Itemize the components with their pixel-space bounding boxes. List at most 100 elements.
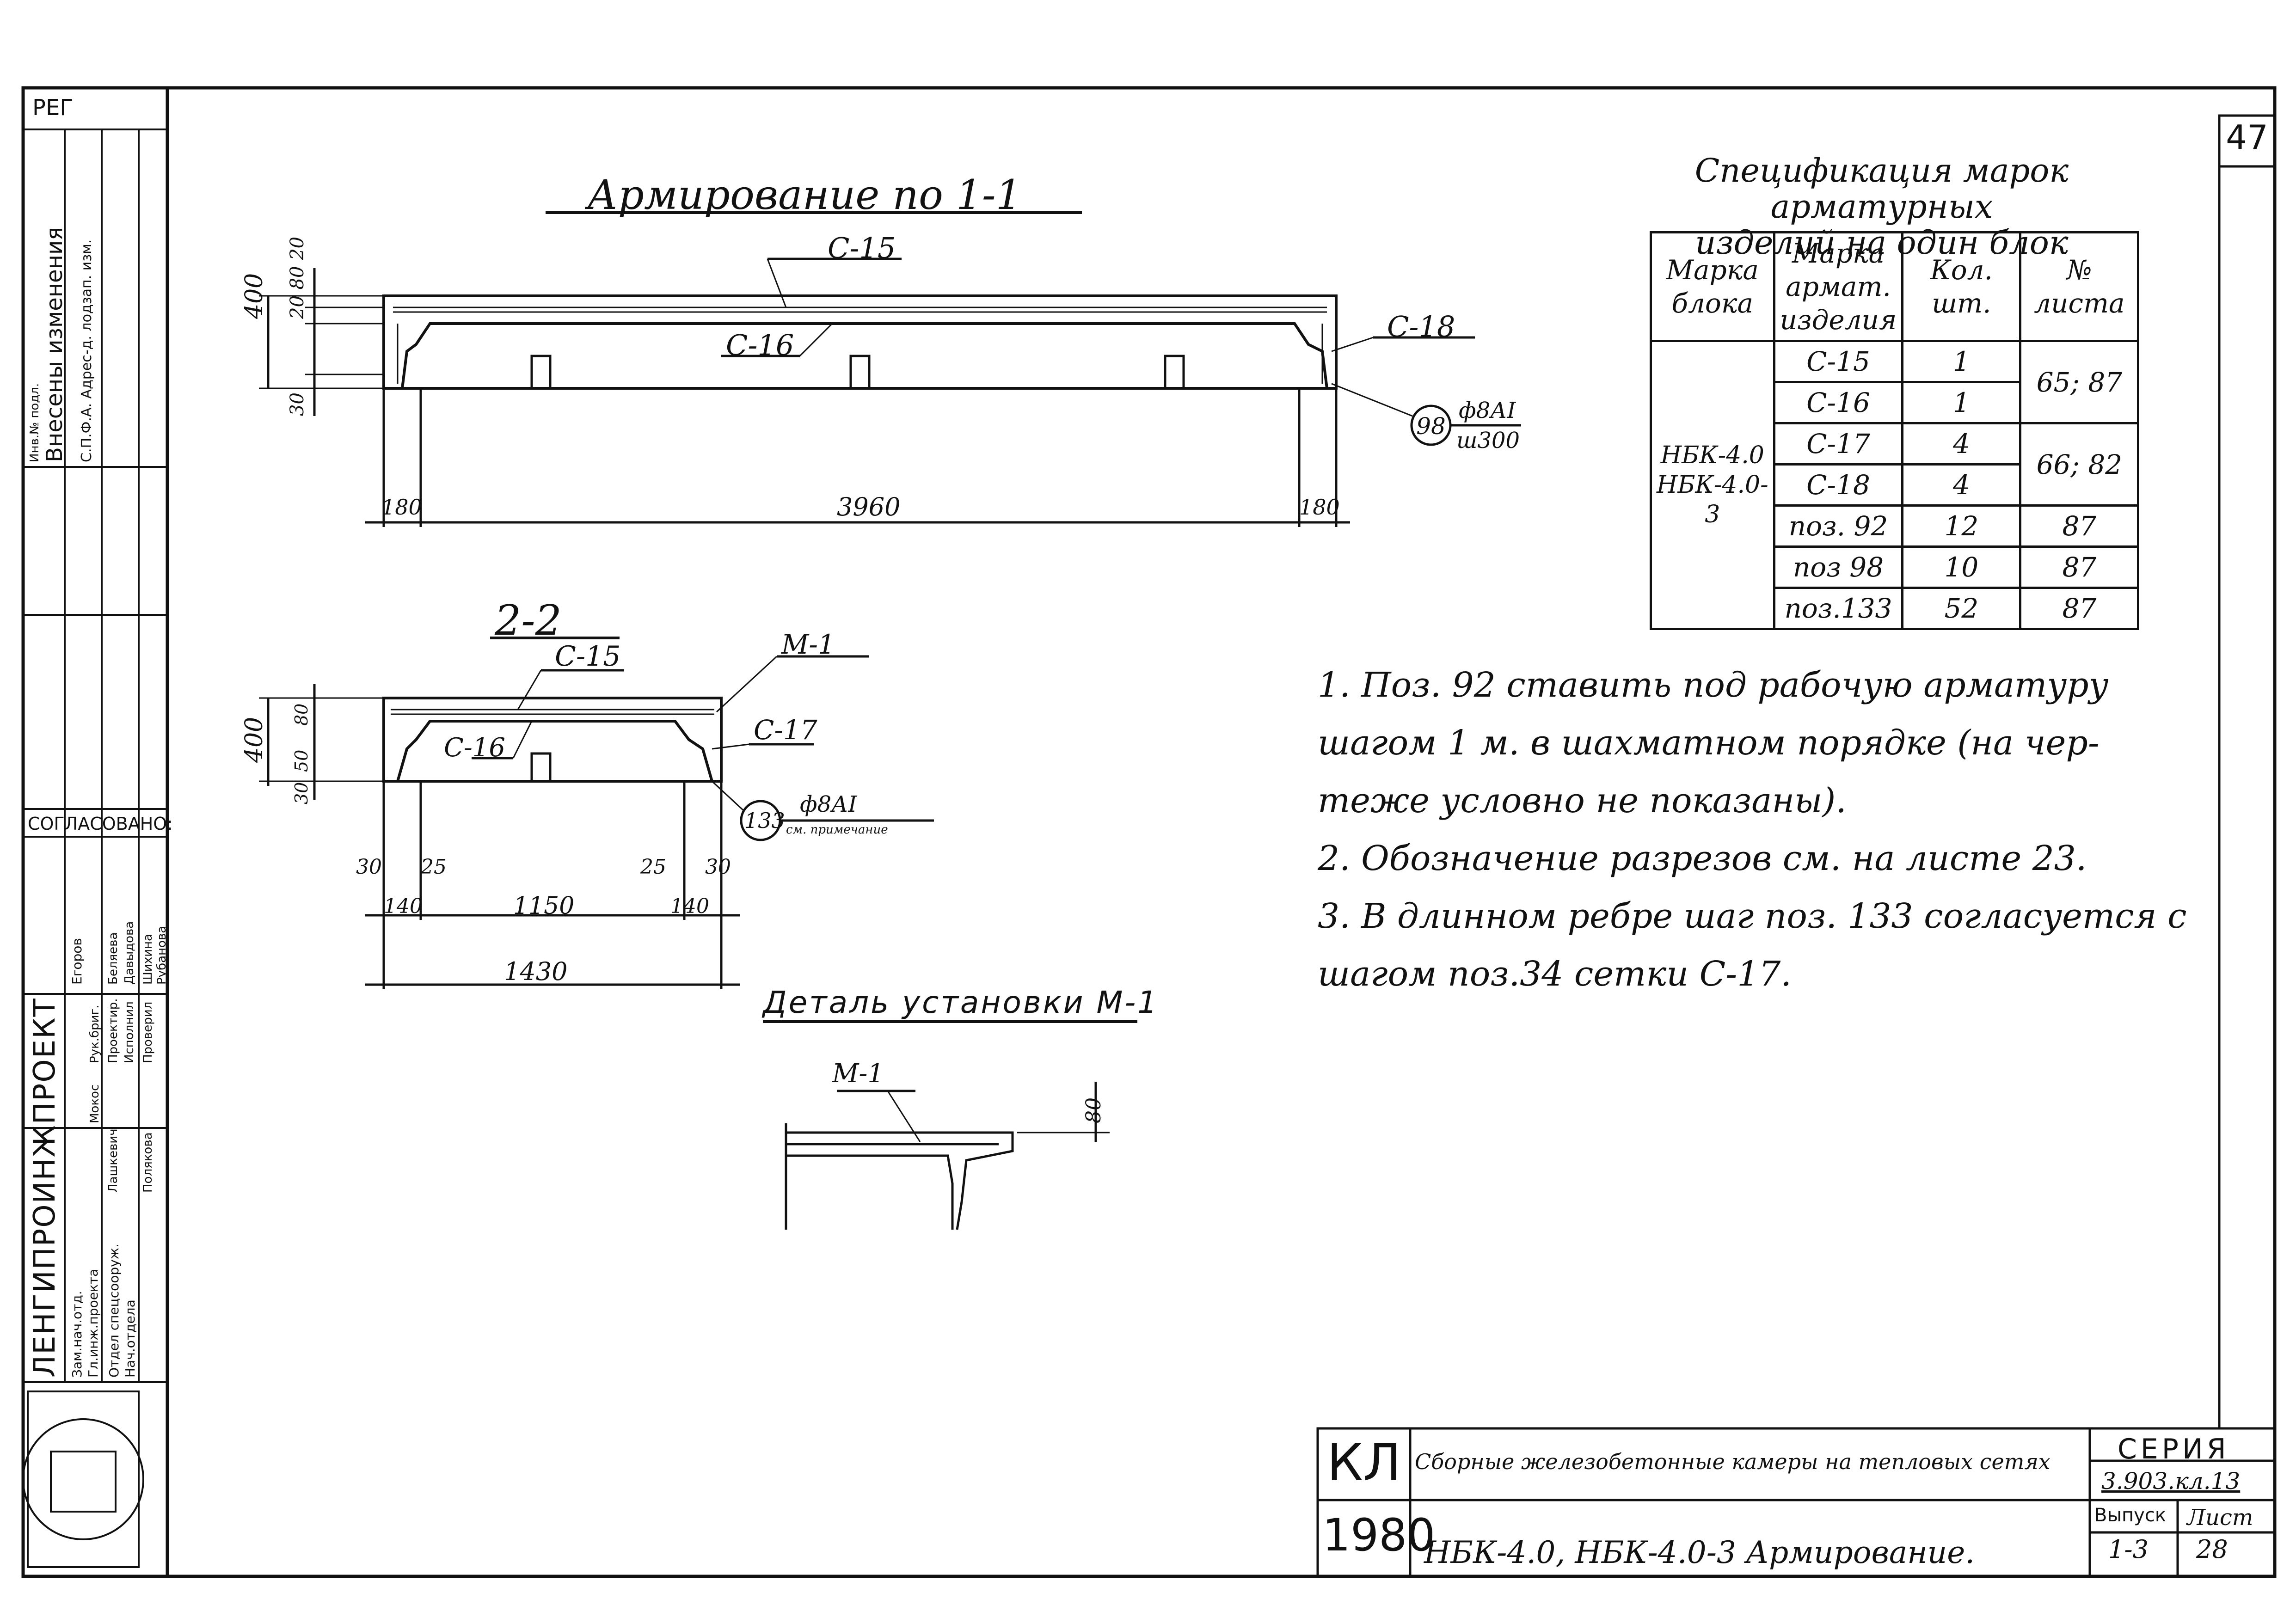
stamp-changes-1: Внесены изменения [42, 227, 68, 462]
specification-table: Марка блока Марка армат. изделия Кол. шт… [1650, 231, 2140, 630]
stamp-reg: РЕГ [32, 95, 74, 121]
title-block-description: Сборные железобетонные камеры на тепловы… [1415, 1449, 2050, 1474]
table-row-mark: С-16 [1773, 381, 1904, 424]
dim-180-left: 180 [381, 495, 422, 520]
table-row-qty: 52 [1901, 587, 2022, 630]
label-c16-s2: С-16 [444, 733, 506, 763]
stamp-person-8: Мокос [88, 1084, 102, 1123]
dim-25-right: 25 [640, 855, 666, 879]
spec-header-qty: Кол. шт. [1901, 231, 2022, 342]
title-block-year: 1980 [1322, 1509, 1436, 1561]
spec-header-block: Марка блока [1650, 231, 1775, 342]
stamp-person-6: Лашкевич [106, 1128, 120, 1193]
sheet-number: 47 [2226, 118, 2268, 157]
general-notes: 1. Поз. 92 ставить под рабочую арматуру … [1318, 656, 2242, 1003]
table-row-sheet-merged: 66; 82 [2019, 422, 2140, 507]
note-line: шагом поз.34 сетки С-17. [1318, 954, 1792, 994]
table-row-mark: С-17 [1773, 422, 1904, 466]
table-row-sheet: 87 [2019, 545, 2140, 589]
dim-1150: 1150 [513, 892, 575, 920]
stamp-changes-2: С.П.Ф.А. Адрес-д. лодзап. изм. [79, 239, 95, 462]
table-row-mark: поз 98 [1773, 545, 1904, 589]
sheet-label: Лист [2187, 1505, 2253, 1531]
block-mark-2: НБК-4.0-3 [1657, 471, 1768, 528]
table-row-sheet: 87 [2019, 587, 2140, 630]
stamp-organization: ЛЕНГИПРОИНЖПРОЕКТ [28, 998, 62, 1378]
detail-m1-drawing [763, 1020, 1137, 1230]
callout-98-line2: ш300 [1456, 428, 1520, 453]
title-block-code: КЛ [1327, 1433, 1401, 1492]
note-line: теже условно не показаны). [1318, 781, 1847, 821]
side-stamp [22, 129, 167, 1568]
table-row-qty: 4 [1901, 422, 2022, 466]
label-c15-s2: С-15 [555, 640, 621, 673]
stamp-person-3: Давыдова [123, 921, 136, 985]
callout-98-number: 98 [1416, 413, 1446, 440]
table-row-mark: С-18 [1773, 463, 1904, 507]
detail-m1-title: Деталь установки М-1 [763, 985, 1159, 1020]
table-row-qty: 12 [1901, 504, 2022, 548]
stamp-person-7: Полякова [141, 1132, 155, 1193]
detail-m1-label: М-1 [832, 1059, 884, 1089]
issue-label: Выпуск [2094, 1505, 2166, 1526]
table-row-mark: поз.133 [1773, 587, 1904, 630]
dim-80-s2: 80 [291, 703, 312, 726]
table-row-mark: поз. 92 [1773, 504, 1904, 548]
title-block-grid [1316, 1427, 2276, 1578]
section-2-2-drawing [259, 637, 934, 989]
spec-block-marks: НБК-4.0 НБК-4.0-3 [1650, 340, 1775, 630]
dim-50-s2: 50 [291, 749, 312, 772]
table-row-qty: 4 [1901, 463, 2022, 507]
dim-400-s1: 400 [240, 273, 268, 319]
stamp-person-2: Беляева [106, 932, 120, 985]
outer-frame [21, 86, 2277, 1578]
stamp-agreed: СОГЛАСОВАНО: [28, 814, 173, 834]
dim-140-right: 140 [670, 894, 709, 918]
table-row-qty: 1 [1901, 340, 2022, 383]
series-value: 3.903.кл.13 [2101, 1468, 2241, 1495]
stamp-role-right-3: Исполнил [123, 1001, 136, 1063]
note-line: шагом 1 м. в шахматном порядке (на чер- [1318, 723, 2100, 763]
stamp-role-2: Гл.инж.проекта [86, 1268, 101, 1378]
title-block-drawing-name: НБК-4.0, НБК-4.0-3 Армирование. [1424, 1535, 1975, 1570]
label-c16-s1: С-16 [726, 328, 794, 362]
label-c15-s1: С-15 [828, 231, 896, 265]
stamp-role-1: Зам.нач.отд. [69, 1291, 85, 1378]
dim-stack-s1: 20 80 20 [287, 236, 308, 319]
table-row-sheet-merged: 65; 87 [2019, 340, 2140, 424]
section-2-2-title: 2-2 [495, 596, 562, 645]
stamp-person-1: Егоров [69, 938, 85, 985]
table-row-qty: 1 [1901, 381, 2022, 424]
spec-header-mark: Марка армат. изделия [1773, 231, 1904, 342]
sheet-value: 28 [2196, 1535, 2228, 1564]
dim-180-right: 180 [1299, 495, 1340, 520]
stamp-person-4: Шихина [141, 934, 155, 985]
stamp-role-4: Нач.отдела [123, 1299, 138, 1378]
stamp-person-5: Рубанова [155, 925, 169, 985]
dim-140-left: 140 [384, 894, 423, 918]
callout-98-line1: ф8АI [1459, 398, 1516, 423]
dim-400-s2: 400 [240, 717, 268, 763]
stamp-role-right-4: Проверил [141, 1001, 155, 1063]
issue-value: 1-3 [2108, 1535, 2149, 1564]
table-row-sheet: 87 [2019, 504, 2140, 548]
note-line: 3. В длинном ребре шаг поз. 133 согласуе… [1318, 896, 2187, 936]
stamp-role-right-2: Проектир. [106, 998, 120, 1063]
stamp-role-right-1: Рук.бриг. [88, 1005, 102, 1063]
label-c18-s1: С-18 [1387, 310, 1455, 343]
dim-30-left: 30 [356, 855, 382, 879]
spec-header-sheet: № листа [2019, 231, 2140, 342]
note-line: 1. Поз. 92 ставить под рабочую арматуру [1318, 665, 2109, 705]
dim-25-left: 25 [421, 855, 447, 879]
stamp-role-3: Отдел спецсооруж. [106, 1244, 122, 1378]
section-1-1-drawing [259, 211, 1521, 527]
callout-133-number: 133 [744, 808, 785, 833]
callout-133-line2: см. примечание [786, 823, 888, 837]
label-c17-s2: С-17 [754, 714, 817, 746]
table-row-mark: С-15 [1773, 340, 1904, 383]
table-row-qty: 10 [1901, 545, 2022, 589]
dim-1430: 1430 [504, 957, 568, 986]
spec-title-line1: Спецификация марок арматурных [1694, 152, 2069, 226]
dim-30-s2: 30 [291, 782, 312, 804]
